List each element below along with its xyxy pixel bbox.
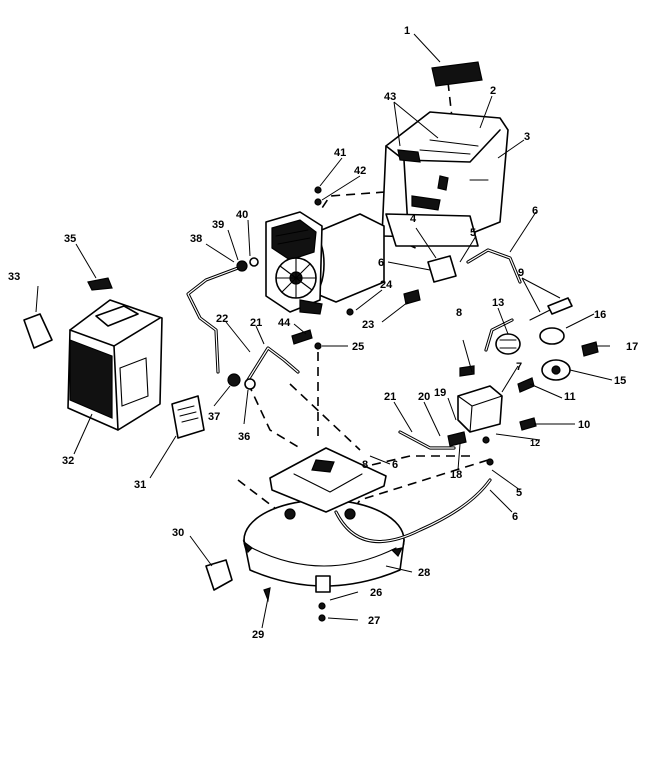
callout-21a: 21 [384,391,396,403]
callout-6b: 6 [378,257,384,269]
callout-19: 19 [434,387,446,399]
shroud-cover [381,111,509,247]
callout-26: 26 [370,587,382,599]
callout-numbers: 1 2 3 43 4 6 6 5 9 13 16 17 15 11 10 12 … [8,25,638,641]
callout-32: 32 [62,455,74,467]
callout-20: 20 [418,391,430,403]
callout-29: 29 [252,629,264,641]
callout-6d: 6 [392,459,398,471]
callout-40: 40 [236,209,248,221]
callout-10: 10 [578,419,590,431]
callout-36: 36 [238,431,250,443]
callout-8b: 8 [362,459,368,471]
warning-decal-31 [171,395,205,439]
callout-12: 12 [530,438,540,448]
air-tank [242,447,492,622]
callout-39: 39 [212,219,224,231]
callout-42: 42 [354,165,366,177]
callout-41: 41 [334,147,346,159]
decal-33 [23,313,53,349]
drain-parts [263,587,271,603]
callout-24: 24 [380,279,393,291]
callout-38: 38 [190,233,202,245]
callout-16: 16 [594,309,606,321]
callout-44: 44 [278,317,291,329]
callout-25: 25 [352,341,364,353]
callout-2: 2 [490,85,496,97]
callout-15: 15 [614,375,626,387]
outlet-tube-assembly [186,257,300,390]
callout-43: 43 [384,91,396,103]
callout-33: 33 [8,271,20,283]
callout-21b: 21 [250,317,262,329]
bracket-30 [205,559,233,591]
callout-28: 28 [418,567,430,579]
leader-lines [35,33,613,629]
decal-35 [87,277,113,291]
callout-22: 22 [216,313,228,325]
intake-fittings [291,186,475,450]
regulator-assembly [466,248,599,431]
decal-1 [431,61,483,87]
callout-37: 37 [208,411,220,423]
callout-31: 31 [134,479,146,491]
callout-6c: 6 [512,511,518,523]
callout-5: 5 [470,227,476,239]
front-shroud [67,299,163,431]
motor-pump-assembly [265,211,385,315]
callout-13: 13 [492,297,504,309]
callout-1: 1 [404,25,410,37]
callout-17: 17 [626,341,638,353]
callout-18: 18 [450,469,462,481]
callout-9: 9 [518,267,524,279]
pressure-switch [457,385,503,466]
callout-35: 35 [64,233,76,245]
callout-11: 11 [564,391,576,403]
callout-27: 27 [368,615,380,627]
callout-23: 23 [362,319,374,331]
callout-7: 7 [516,361,522,373]
callout-6a: 6 [532,205,538,217]
callout-4: 4 [410,213,417,225]
callout-8a: 8 [456,307,462,319]
callout-3: 3 [524,131,530,143]
callout-5b: 5 [516,487,522,499]
callout-30: 30 [172,527,184,539]
